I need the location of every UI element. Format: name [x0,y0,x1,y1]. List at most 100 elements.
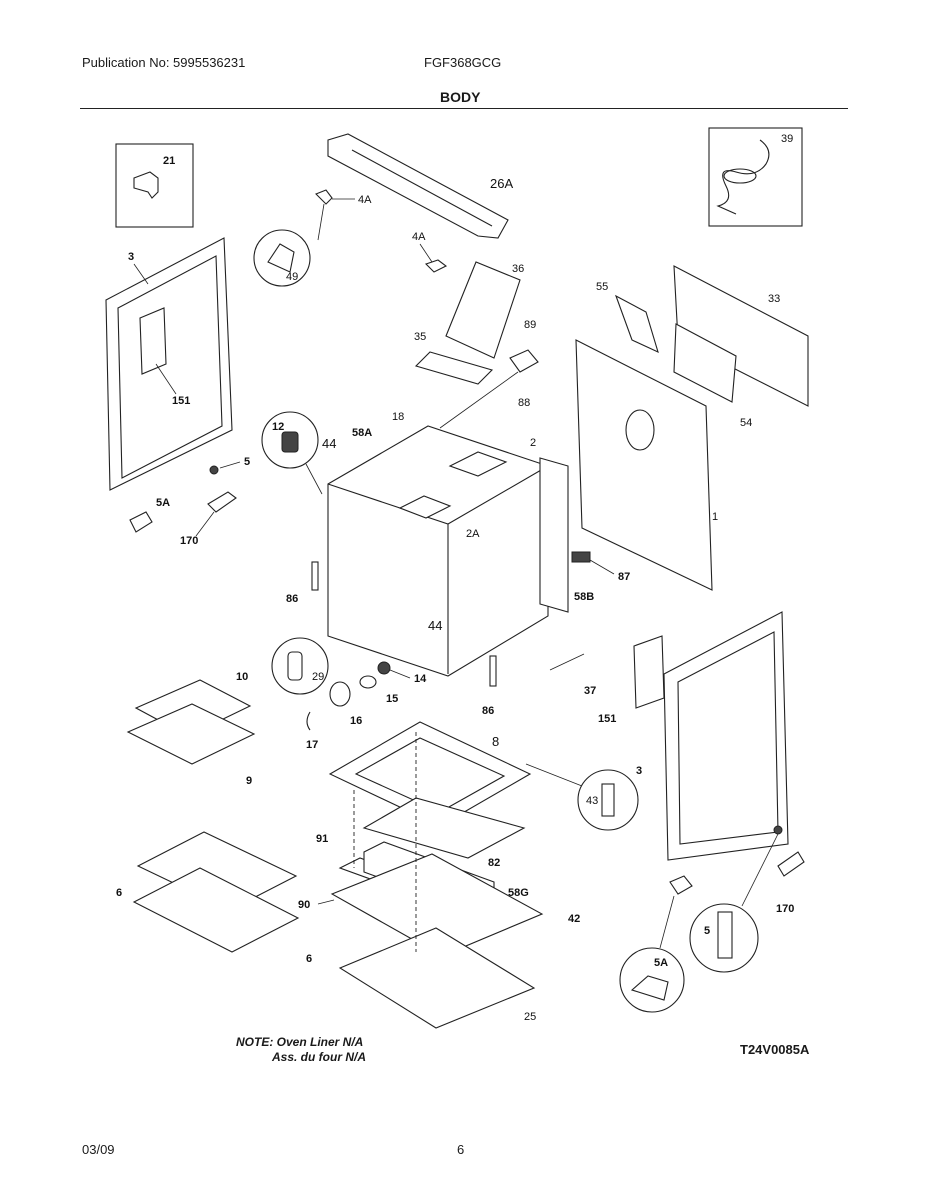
part-35-plate [414,351,494,385]
part-151-left-shape [139,307,167,375]
part-label-151-left: 151 [172,395,190,407]
part-17-clip [306,711,311,731]
part-15-lens [359,675,377,689]
part-6-rack-bottom [132,867,300,953]
part-label-5-right: 5 [704,925,710,937]
part-5-right-screw [773,825,783,835]
part-label-43: 43 [586,795,598,807]
part-label-14: 14 [414,673,427,685]
part-3-right-panel [663,611,789,861]
part-label-151-right: 151 [598,713,616,725]
part-label-44-mid: 44 [428,618,442,633]
part-42-bottom-tray [330,853,544,957]
part-label-8: 8 [492,734,499,749]
part-label-58g: 58G [508,887,529,899]
part-label-2: 2 [530,437,536,449]
part-label-49: 49 [286,271,298,283]
part-label-58a: 58A [352,427,372,439]
part-5a-left-leg [129,511,153,533]
part-label-4a-top: 4A [358,194,372,206]
part-label-44-top: 44 [322,436,336,451]
part-label-90: 90 [298,899,310,911]
part-21-bracket-shape [133,171,159,199]
part-label-5a-right: 5A [654,957,668,969]
part-label-82: 82 [488,857,500,869]
part-label-170-right: 170 [776,903,794,915]
footer-date: 03/09 [82,1142,115,1157]
part-label-35: 35 [414,331,426,343]
part-2-burner-top [448,451,508,477]
part-label-54: 54 [740,417,752,429]
part-label-1: 1 [712,511,718,523]
part-label-6-top: 6 [116,887,122,899]
part-87-block [571,551,591,563]
diagram-code: T24V0085A [740,1042,810,1057]
part-label-26a: 26A [490,176,513,191]
part-label-88: 88 [518,397,530,409]
note-oven-liner-fr: Ass. du four N/A [272,1050,367,1064]
part-86-left-strip [311,561,319,591]
part-8-oven-bottom-inner [354,737,506,813]
model-number: FGF368GCG [424,55,502,70]
part-label-17: 17 [306,739,318,751]
part-label-29: 29 [312,671,324,683]
part-9-broiler-pan [126,703,256,765]
oven-body-cavity [327,425,549,677]
part-25-bottom-cover [338,927,536,1029]
part-43-bolt-shape [601,783,615,817]
part-label-4a-mid: 4A [412,231,426,243]
part-29-light-shape [287,651,303,681]
part-82-shield [362,797,526,859]
part-label-2a: 2A [466,528,480,540]
part-label-12: 12 [272,421,284,433]
part-58b-insulation [539,457,569,613]
part-49-detail-circle [253,229,311,287]
part-label-6-bottom: 6 [306,953,312,965]
part-label-37: 37 [584,685,596,697]
part-label-91: 91 [316,833,328,845]
part-label-86-left: 86 [286,593,298,605]
part-36-burner-box [445,261,521,359]
part-33-panel [673,265,809,407]
part-49-clip-shape [267,243,295,273]
part-26a-rib [351,149,493,227]
part-label-18: 18 [392,411,404,423]
part-5-leveling-leg [717,911,733,959]
part-1-back-panel [575,339,713,591]
part-170-left-bracket [207,491,237,513]
part-label-25: 25 [524,1011,536,1023]
part-label-39: 39 [781,133,793,145]
part-4a-clip-top [315,189,333,205]
part-label-89: 89 [524,319,536,331]
part-label-42: 42 [568,913,580,925]
part-55-shield [614,294,659,354]
note-oven-liner: NOTE: Oven Liner N/A [236,1035,364,1049]
part-label-55: 55 [596,281,608,293]
part-14-socket [377,661,391,675]
part-1-opening [625,409,655,451]
part-label-15: 15 [386,693,398,705]
part-label-10: 10 [236,671,248,683]
part-label-3-right: 3 [636,765,642,777]
part-label-87: 87 [618,571,630,583]
page-number: 6 [457,1142,465,1157]
section-title: BODY [440,89,481,105]
exploded-parts-diagram: 21 39 26A 4A 49 4A 3 151 5 5A 170 36 35 … [105,127,809,1029]
part-12-valve-shape [281,431,299,453]
publication-number: Publication No: 5995536231 [82,55,246,70]
part-label-3-left: 3 [128,251,134,263]
part-label-21: 21 [163,155,175,167]
part-3-left-panel [105,237,233,491]
part-21-box [115,143,194,228]
part-label-33: 33 [768,293,780,305]
part-86-right-strip [489,655,497,687]
part-label-86-right: 86 [482,705,494,717]
part-54-panel [673,323,737,403]
part-2a-plate [398,495,452,519]
part-label-5a-left: 5A [156,497,170,509]
header-rule [80,108,848,109]
part-5-left-screw [209,465,219,475]
part-4a-clip-mid [424,259,448,273]
part-label-16: 16 [350,715,362,727]
part-label-36: 36 [512,263,524,275]
